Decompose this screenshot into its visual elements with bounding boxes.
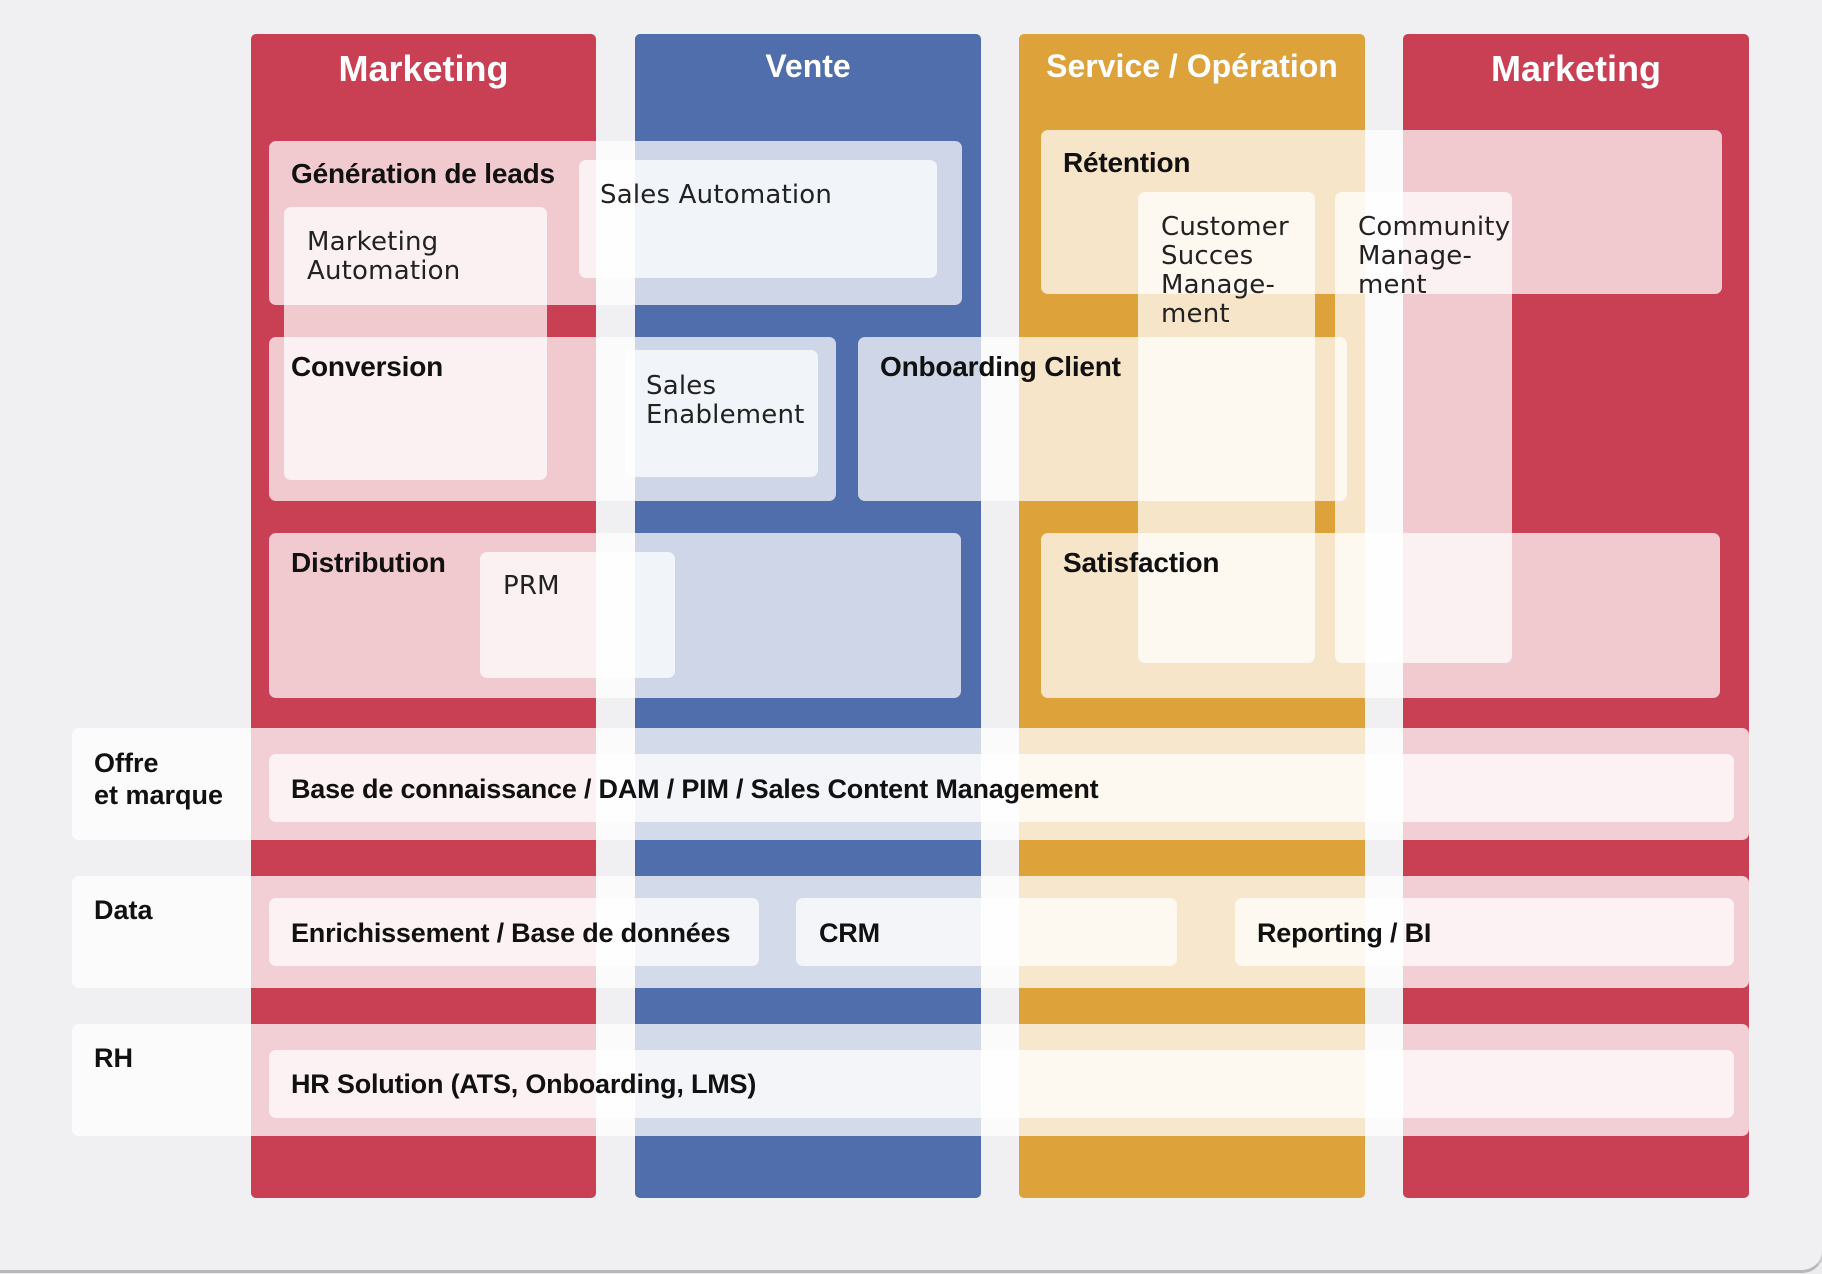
column-title-vente: Vente [765, 48, 851, 84]
box-prm [480, 552, 675, 678]
box-sales-automation [579, 160, 937, 278]
label-satisfaction: Satisfaction [1063, 547, 1220, 578]
box-hr-solution [269, 1050, 1734, 1118]
lane-label-data: Data [94, 895, 153, 925]
box-customer-success [1138, 192, 1315, 663]
box-crm [796, 898, 1177, 966]
lane-label-rh: RH [94, 1043, 133, 1073]
label-distribution: Distribution [291, 547, 446, 578]
column-title-marketing-right: Marketing [1490, 48, 1662, 89]
column-title-service: Service / Opération [1046, 48, 1338, 84]
label-community-management: Community Manage- ment [1358, 212, 1511, 300]
column-title-marketing-left: Marketing [338, 48, 509, 89]
box-marketing-automation [284, 207, 547, 480]
box-enrichissement [269, 898, 759, 966]
box-reporting-bi [1235, 898, 1734, 966]
label-prm: PRM [503, 571, 560, 601]
label-sales-automation: Sales Automation [600, 180, 833, 210]
label-conversion: Conversion [291, 351, 444, 382]
label-hr-solution: HR Solution (ATS, Onboarding, LMS) [291, 1069, 757, 1099]
label-marketing-automation: Marketing Automation [307, 227, 461, 286]
lane-offre-content: Base de connaissance / DAM / PIM / Sales… [291, 774, 1099, 804]
label-sales-enablement: Sales Enablement [646, 371, 805, 430]
label-customer-success: Customer Succes Manage- ment [1161, 212, 1289, 329]
box-community-management [1335, 192, 1512, 663]
lane-offre-content-box [269, 754, 1734, 822]
label-generation-de-leads: Génération de leads [291, 158, 555, 189]
label-retention: Rétention [1063, 147, 1191, 178]
label-enrichissement: Enrichissement / Base de données [291, 918, 731, 948]
label-onboarding-client: Onboarding Client [880, 351, 1121, 382]
lane-label-offre: Offre et marque [94, 748, 224, 810]
label-crm: CRM [819, 918, 880, 948]
box-sales-enablement [625, 350, 818, 477]
label-reporting-bi: Reporting / BI [1257, 918, 1432, 948]
